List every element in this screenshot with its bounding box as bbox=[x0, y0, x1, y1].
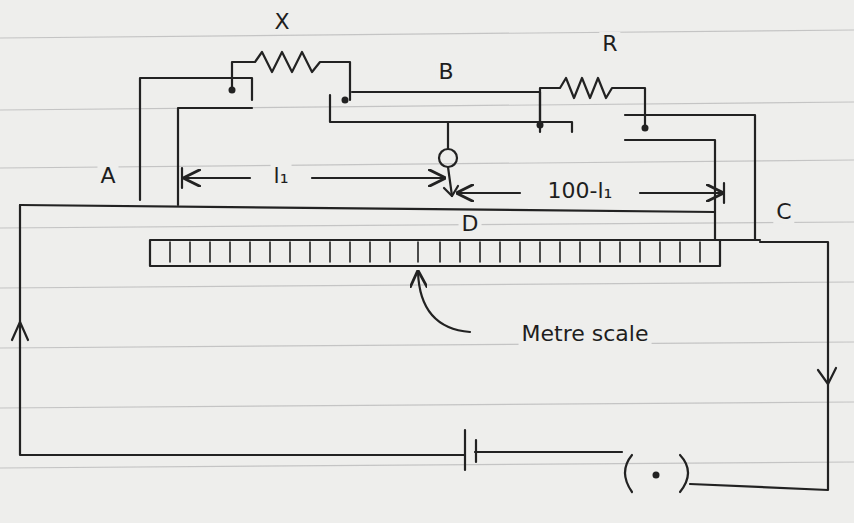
junction-label: B bbox=[435, 60, 456, 84]
middle-strip bbox=[330, 92, 572, 132]
right-strip bbox=[625, 115, 760, 240]
leader-line bbox=[418, 272, 470, 332]
current-arrow-left bbox=[12, 322, 28, 340]
key-dot bbox=[653, 472, 660, 479]
ruled-lines bbox=[0, 30, 854, 468]
length-label: l₁ bbox=[271, 164, 292, 188]
current-arrow-right bbox=[818, 368, 836, 384]
jockey-arrow bbox=[444, 186, 458, 196]
terminal-dot bbox=[537, 122, 544, 129]
resistor-x bbox=[232, 52, 350, 100]
galvanometer-symbol bbox=[439, 149, 457, 167]
terminal-dot bbox=[642, 125, 649, 132]
terminal-dot bbox=[342, 97, 349, 104]
battery-symbol bbox=[465, 430, 476, 470]
bridge-wire bbox=[20, 205, 715, 212]
scale-ticks bbox=[170, 242, 700, 262]
left-strip bbox=[140, 78, 252, 205]
length-label: 100-l₁ bbox=[545, 179, 616, 203]
terminal-dot bbox=[229, 87, 236, 94]
outer-circuit-wire bbox=[20, 205, 828, 490]
key-symbol bbox=[625, 455, 688, 492]
dimension-tick bbox=[182, 168, 724, 203]
end-label: A bbox=[97, 164, 118, 188]
dimension-l1 bbox=[185, 177, 444, 179]
end-label: C bbox=[773, 200, 794, 224]
resistor-label: X bbox=[271, 10, 292, 34]
resistor-r bbox=[540, 78, 645, 128]
resistor-label: R bbox=[599, 32, 620, 56]
jockey-label: D bbox=[459, 212, 482, 236]
scale-label: Metre scale bbox=[519, 322, 652, 346]
metre-scale bbox=[150, 240, 720, 266]
galvanometer-lead bbox=[448, 122, 452, 196]
